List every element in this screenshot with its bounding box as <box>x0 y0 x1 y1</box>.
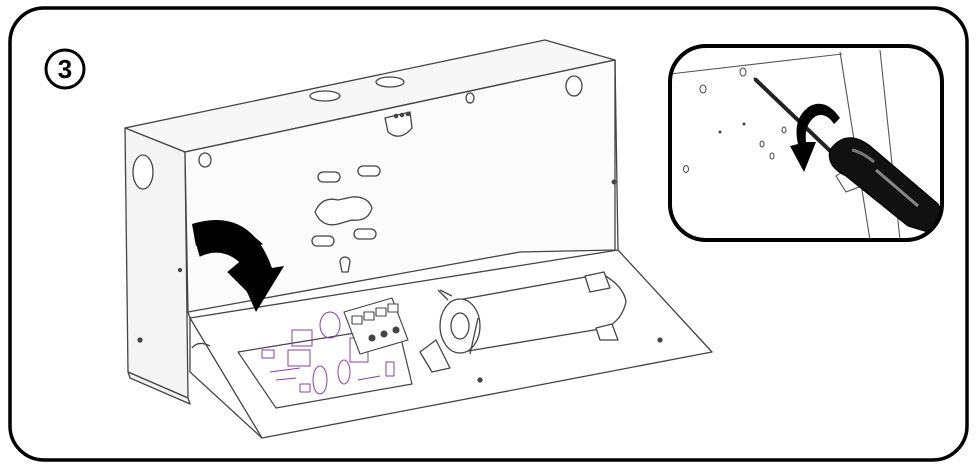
step-number: 3 <box>46 50 84 88</box>
inset-detail <box>670 46 942 240</box>
